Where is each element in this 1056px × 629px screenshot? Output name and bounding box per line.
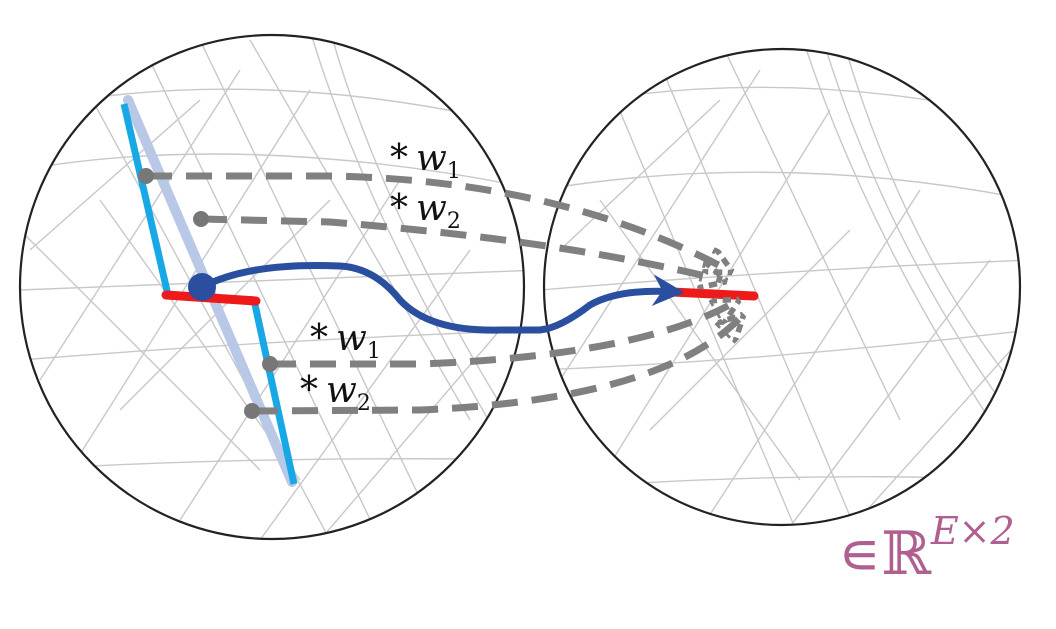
- vertex-dot: [193, 211, 209, 227]
- dashed-arrow-bottom-2: [251, 318, 740, 415]
- left-circle-region: [18, 33, 526, 541]
- transfer-path-arrow: [198, 261, 685, 334]
- red-source-edge: [161, 290, 261, 306]
- right-circle-region: [542, 47, 1022, 527]
- vertex-dot: [244, 403, 260, 419]
- vertex-dot: [262, 356, 278, 372]
- right-mesh-wireframe: [544, 49, 1020, 525]
- domain-exponent: E×2: [930, 509, 1015, 553]
- red-target-edge: [667, 287, 759, 301]
- weight-label-top-2: *w2: [390, 188, 461, 234]
- weight-label-top-1: *w1: [390, 138, 461, 184]
- weight-source-vertices: [138, 168, 278, 419]
- dashed-arrow-bottom-1: [270, 302, 735, 368]
- weighted-transfer-arrows: [146, 172, 740, 415]
- domain-label: ∊ℝE×2: [838, 509, 1015, 589]
- weight-label-bottom-1: *w1: [310, 318, 381, 364]
- vertex-dot: [138, 168, 154, 184]
- weight-label-bottom-2: *w2: [300, 370, 371, 416]
- dashed-arrow-top-1: [146, 172, 728, 270]
- domain-prefix: ∊ℝ: [838, 519, 932, 589]
- source-point: [188, 273, 216, 301]
- dashed-arrow-top-2: [200, 215, 722, 280]
